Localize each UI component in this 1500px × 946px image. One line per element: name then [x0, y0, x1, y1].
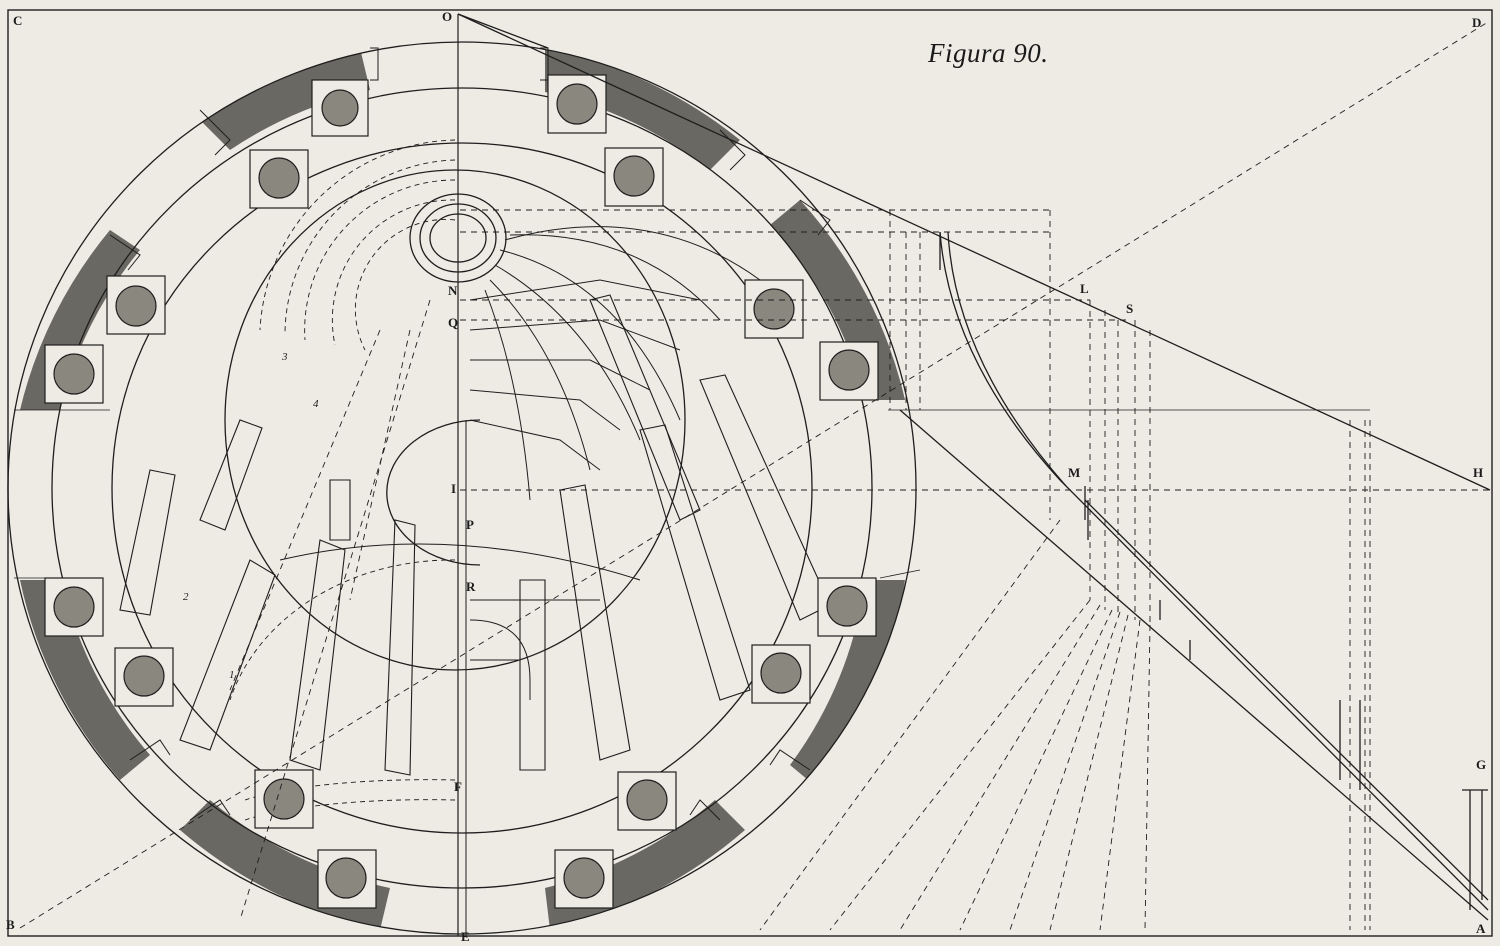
horizontal-guides — [14, 409, 1370, 579]
column — [311, 79, 369, 137]
column — [44, 344, 104, 404]
dome-rings — [7, 41, 917, 935]
label-q: Q — [448, 315, 459, 330]
drum-pilasters — [119, 294, 831, 776]
column — [547, 74, 607, 134]
column — [254, 769, 314, 829]
label-a: A — [1476, 921, 1486, 936]
column — [44, 577, 104, 637]
label-o: O — [442, 9, 453, 24]
column — [317, 849, 377, 909]
column — [249, 149, 309, 209]
label-f: F — [454, 779, 462, 794]
label-c: C — [13, 13, 23, 28]
shaded-ring — [20, 48, 905, 930]
column — [744, 279, 804, 339]
column — [617, 771, 677, 831]
cornice-blocks — [109, 47, 831, 821]
columns — [44, 74, 879, 909]
perspective-lines — [457, 13, 1491, 921]
label-e: E — [461, 929, 470, 944]
column — [817, 577, 877, 637]
division-number-1: 1 — [229, 669, 235, 681]
division-number-2: 2 — [183, 591, 189, 603]
label-n: N — [448, 283, 458, 298]
label-r: R — [466, 579, 476, 594]
column — [604, 147, 664, 207]
label-i: I — [451, 481, 457, 496]
column — [819, 341, 879, 401]
division-number-4: 4 — [313, 398, 319, 410]
arcade-opening — [279, 543, 641, 700]
coffer-grid — [469, 226, 761, 501]
column — [751, 644, 811, 704]
label-l: L — [1080, 281, 1089, 296]
column — [106, 275, 166, 335]
label-h: H — [1473, 465, 1484, 480]
label-m: M — [1068, 465, 1081, 480]
label-d: D — [1472, 15, 1482, 30]
label-g: G — [1476, 757, 1487, 772]
column — [114, 647, 174, 707]
division-number-3: 3 — [282, 351, 288, 363]
label-p: P — [466, 517, 474, 532]
label-s: S — [1126, 301, 1134, 316]
construction-lines — [19, 21, 1490, 931]
column — [554, 849, 614, 909]
label-b: B — [6, 917, 15, 932]
figure-title: Figura 90. — [928, 38, 1049, 68]
